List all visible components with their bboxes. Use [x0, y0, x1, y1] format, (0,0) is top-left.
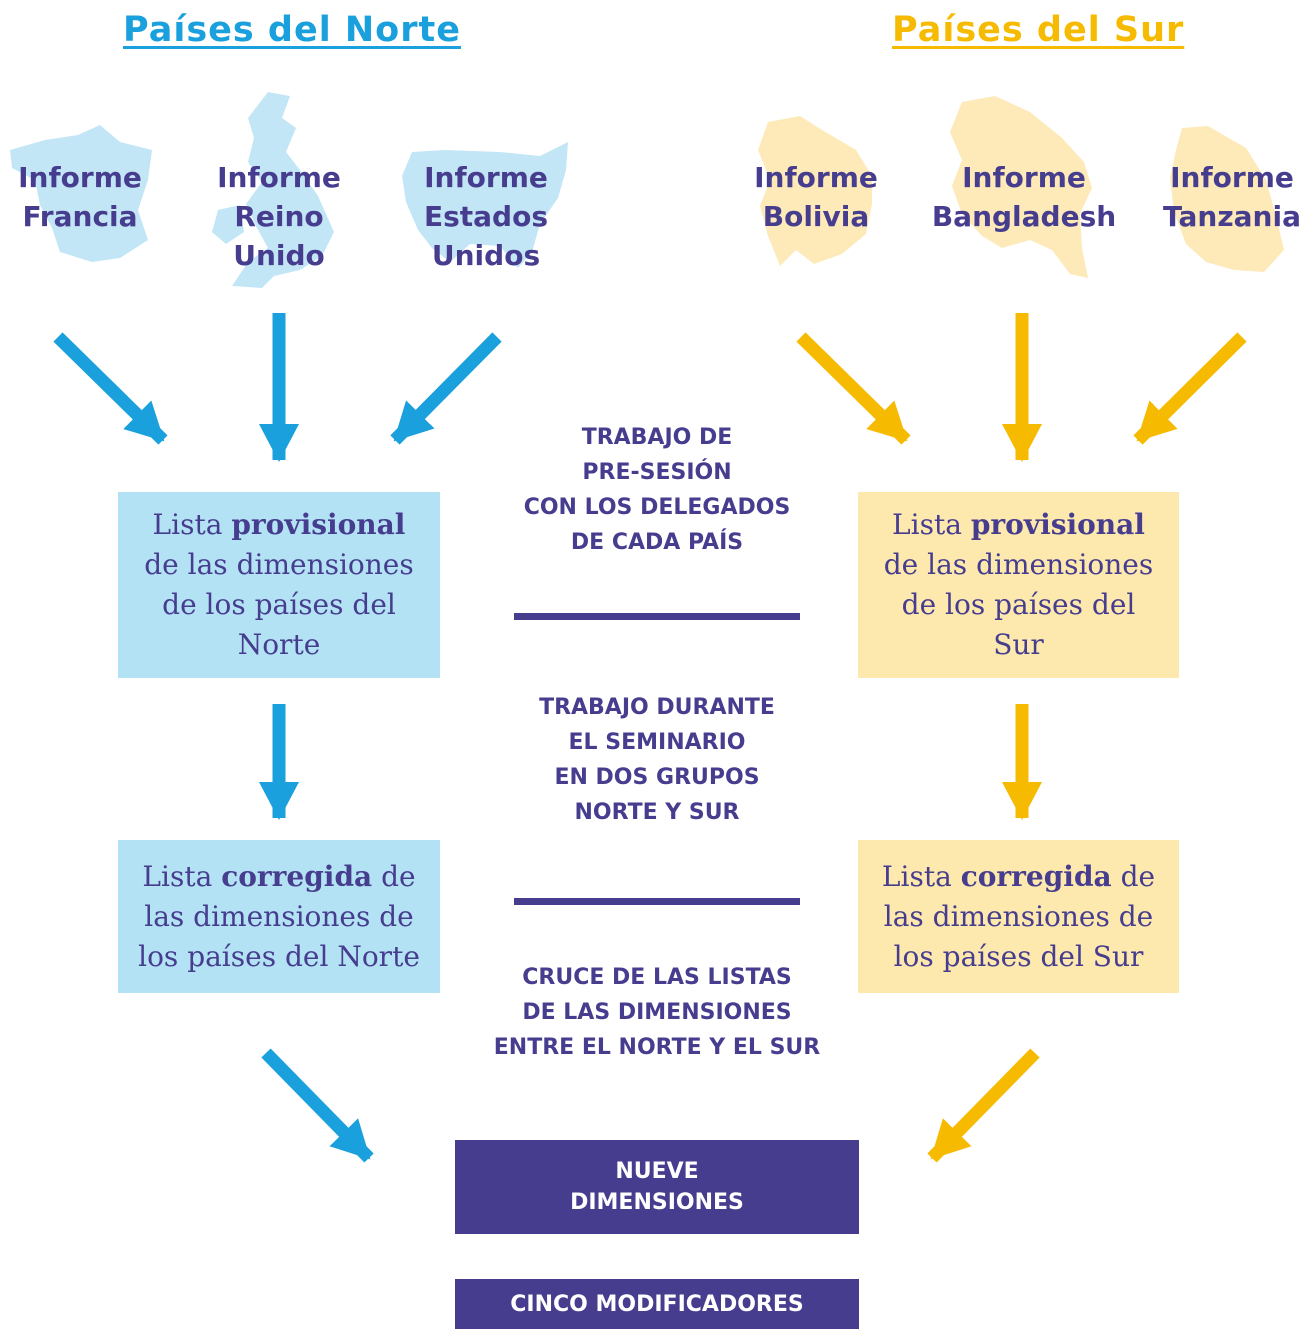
south-title: Países del Sur	[892, 10, 1185, 50]
box-line: las dimensiones de	[144, 899, 414, 933]
phase-line: CRUCE DE LAS LISTAS	[522, 965, 792, 990]
report-line: Informe	[1170, 161, 1294, 194]
arrow-south-corrected-to-result	[927, 1048, 1040, 1163]
phase-line: NORTE Y SUR	[574, 800, 740, 825]
box-line: los países del Norte	[138, 939, 420, 973]
report-tanzania: Informe Tanzania	[1142, 158, 1313, 236]
report-bangladesh: Informe Bangladesh	[924, 158, 1124, 236]
north-title: Países del Norte	[123, 10, 461, 50]
phase-line: TRABAJO DURANTE	[539, 695, 775, 720]
phase-line: EL SEMINARIO	[568, 730, 746, 755]
report-estados-unidos: Informe Estados Unidos	[396, 158, 576, 275]
south-corrected-list: Lista corregida de las dimensiones de lo…	[858, 840, 1179, 993]
phase-cross: CRUCE DE LAS LISTAS DE LAS DIMENSIONES E…	[482, 960, 832, 1065]
usa-map-icon	[402, 142, 568, 268]
report-line: Unidos	[431, 239, 541, 272]
phase-pre-session: TRABAJO DE PRE-SESIÓN CON LOS DELEGADOS …	[482, 420, 832, 560]
phase-line: DE LAS DIMENSIONES	[522, 1000, 792, 1025]
emphasis: provisional	[231, 508, 406, 541]
report-line: Informe	[217, 161, 341, 194]
result-line: DIMENSIONES	[570, 1190, 744, 1215]
box-line: las dimensiones de	[883, 899, 1154, 933]
phase-line: CON LOS DELEGADOS	[523, 495, 791, 520]
phase-line: ENTRE EL NORTE Y EL SUR	[493, 1035, 821, 1060]
phase-divider	[514, 613, 800, 620]
report-line: Francia	[22, 200, 138, 233]
box-line: Lista corregida de	[142, 859, 416, 893]
result-nine-dimensions: NUEVE DIMENSIONES	[455, 1140, 859, 1234]
box-line: de los países del	[162, 588, 396, 621]
emphasis: corregida	[960, 859, 1112, 893]
result-five-modifiers: CINCO MODIFICADORES	[455, 1279, 859, 1329]
report-francia: Informe Francia	[0, 158, 170, 236]
france-map-icon	[10, 125, 152, 262]
box-line: de las dimensiones	[144, 548, 414, 581]
arrow-francia-to-provisional	[53, 332, 168, 445]
emphasis: corregida	[221, 859, 373, 893]
box-line: Sur	[993, 628, 1044, 661]
box-line: Lista corregida de	[881, 859, 1156, 893]
report-line: Informe	[754, 161, 878, 194]
box-line: Norte	[237, 628, 321, 661]
box-line: Lista provisional	[892, 508, 1145, 541]
report-line: Reino	[234, 200, 324, 233]
report-bolivia: Informe Bolivia	[726, 158, 906, 236]
bangladesh-map-icon	[950, 96, 1092, 278]
report-line: Bolivia	[762, 200, 870, 233]
south-provisional-list: Lista provisional de las dimensiones de …	[858, 492, 1179, 678]
phase-line: PRE-SESIÓN	[582, 460, 732, 485]
box-line: los países del Sur	[893, 939, 1144, 973]
report-line: Unido	[233, 239, 325, 272]
report-line: Estados	[423, 200, 549, 233]
result-line: CINCO MODIFICADORES	[510, 1291, 804, 1317]
uk-map-icon	[212, 92, 334, 288]
report-line: Bangladesh	[931, 200, 1117, 233]
phase-divider	[514, 898, 800, 905]
box-line: de las dimensiones	[883, 548, 1154, 581]
phase-line: DE CADA PAÍS	[570, 530, 744, 555]
arrow-bolivia-to-provisional	[796, 332, 911, 445]
box-line: de los países del	[901, 588, 1136, 621]
report-line: Informe	[18, 161, 142, 194]
phase-line: EN DOS GRUPOS	[554, 765, 760, 790]
bolivia-map-icon	[758, 116, 872, 266]
report-line: Tanzania	[1163, 200, 1301, 233]
report-reino-unido: Informe Reino Unido	[189, 158, 369, 275]
arrow-tanzania-to-provisional	[1133, 332, 1247, 445]
report-line: Informe	[424, 161, 548, 194]
arrow-north-corrected-to-result	[261, 1048, 374, 1163]
report-line: Informe	[962, 161, 1086, 194]
box-line: Lista provisional	[152, 508, 406, 541]
tanzania-map-icon	[1170, 126, 1284, 272]
result-line: NUEVE	[615, 1159, 699, 1184]
arrow-estados-unidos-to-provisional	[390, 332, 502, 445]
north-provisional-list: Lista provisional de las dimensiones de …	[118, 492, 440, 678]
emphasis: provisional	[970, 508, 1145, 541]
phase-line: TRABAJO DE	[581, 425, 733, 450]
north-corrected-list: Lista corregida de las dimensiones de lo…	[118, 840, 440, 993]
phase-seminar: TRABAJO DURANTE EL SEMINARIO EN DOS GRUP…	[482, 690, 832, 830]
